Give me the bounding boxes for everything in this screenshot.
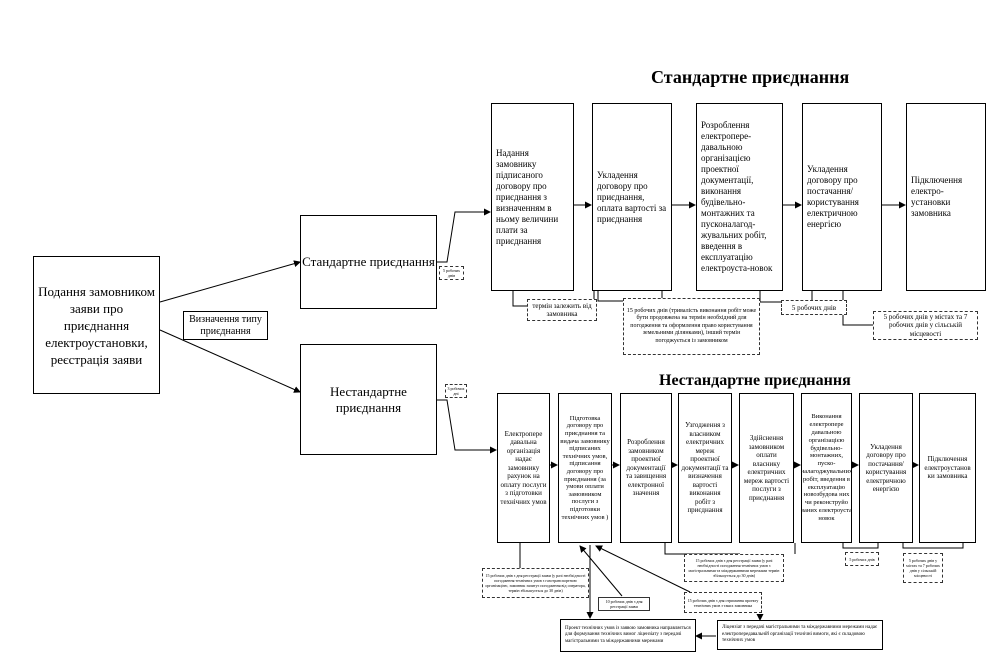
type-box: Визначення типу приєднання (183, 311, 268, 340)
std-note-city: 5 робочих днів у містах та 7 робочих дні… (873, 311, 978, 340)
std-days-note: 5 робочих днів (439, 266, 464, 280)
application-text: Подання замовником заяви про приєднання … (38, 283, 155, 367)
nonstandard-box: Нестандартне приєднання (300, 344, 437, 455)
nstd-step-3: Розроблення замовником проектної докумен… (620, 393, 672, 543)
nonstd-days-note: 3 робочих дні (445, 384, 467, 398)
nstd-note-4: 15 робочих днів з дня отримання проекту … (684, 592, 762, 613)
nonstandard-title: Нестандартне приєднання (659, 372, 851, 389)
nstd-step-2: Підготовка договору про приєднання та ви… (558, 393, 612, 543)
nstd-note-1: 15 робочих днів з дня реєстрації заяви (… (482, 568, 589, 598)
nstd-note-6: 5 робочих днів у містах та 7 робочих дні… (903, 553, 943, 583)
standard-box: Стандартне приєднання (300, 215, 437, 309)
nstd-step-7: Укладення договору про постачання/ корис… (859, 393, 913, 543)
std-step-5: Підключення електро-установки замовника (906, 103, 986, 291)
nstd-note-2: 15 робочих днів з дня реєстрації заяви (… (684, 554, 784, 582)
std-step-4: Укладення договору про постачання/ корис… (802, 103, 882, 291)
project-note: Проект технічних умов із заявою замовник… (560, 619, 696, 652)
nstd-note-3: 10 робочих днів з дня реєстрації заяви (598, 597, 650, 611)
type-text: Визначення типу приєднання (189, 313, 262, 337)
std-note-five: 5 робочих днів (781, 300, 847, 315)
std-step-2: Укладення договору про приєднання, оплат… (592, 103, 672, 291)
nstd-step-4: Узгодження з власником електричних мереж… (678, 393, 732, 543)
std-note-fifteen: 15 робочих днів (тривалість виконання ро… (623, 298, 760, 355)
std-note-term: термін залежить від замовника (527, 299, 597, 321)
standard-title: Стандартне приєднання (651, 67, 850, 87)
nstd-step-8: Підключення електроустанов ки замовника (919, 393, 976, 543)
application-box: Подання замовником заяви про приєднання … (33, 256, 160, 394)
nstd-step-5: Здійснення замовником оплати власнику ел… (739, 393, 794, 543)
std-step-3: Розроблення електропере-давальною органі… (696, 103, 783, 291)
nstd-step-6: Виконання електропере давальною організа… (801, 393, 852, 543)
license-note: Ліцензіат з передачі магістральними та м… (717, 620, 883, 650)
nstd-note-5: 5 робочих днів (845, 552, 879, 566)
nonstandard-text: Нестандартне приєднання (330, 383, 407, 415)
standard-text: Стандартне приєднання (302, 254, 435, 269)
std-step-1: Надання замовнику підписаного договору п… (491, 103, 574, 291)
nstd-step-1: Електропере давальна організація надає з… (497, 393, 550, 543)
